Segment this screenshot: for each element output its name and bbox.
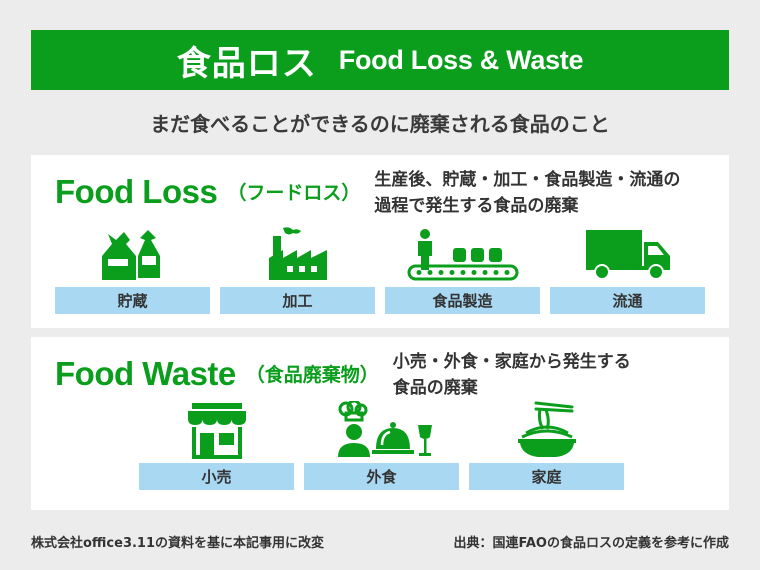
source-household: 家庭	[469, 401, 624, 490]
source-retail-label: 小売	[139, 463, 294, 490]
noodle-bowl-icon	[469, 401, 624, 459]
source-household-label: 家庭	[469, 463, 624, 490]
food-waste-desc-line2: 食品の廃棄	[392, 378, 478, 398]
stage-distribution-label: 流通	[550, 287, 705, 314]
subtitle: まだ食べることができるのに廃棄される食品のこと	[150, 112, 610, 136]
source-retail: 小売	[139, 401, 294, 490]
source-dining-out: 外食	[304, 401, 459, 490]
footer-credit: 株式会社office3.11の資料を基に本記事用に改変	[31, 536, 325, 551]
footer-source: 出典：国連FAOの食品ロスの定義を参考に作成	[453, 536, 729, 551]
chef-cloche-icon	[304, 401, 459, 459]
food-loss-description: 生産後、貯蔵・加工・食品製造・流通の 過程で発生する食品の廃棄	[374, 167, 680, 219]
stage-processing: 加工	[220, 225, 375, 314]
food-waste-description: 小売・外食・家庭から発生する 食品の廃棄	[393, 349, 631, 401]
title-japanese: 食品ロス	[176, 43, 317, 84]
conveyor-icon	[385, 225, 540, 283]
food-waste-panel: Food Waste （食品廃棄物） 小売・外食・家庭から発生する 食品の廃棄 …	[31, 337, 729, 510]
food-loss-panel: Food Loss （フードロス） 生産後、貯蔵・加工・食品製造・流通の 過程で…	[31, 155, 729, 328]
stage-storage: 貯蔵	[55, 225, 210, 314]
stage-processing-label: 加工	[220, 287, 375, 314]
source-dining-out-label: 外食	[304, 463, 459, 490]
food-loss-title: Food Loss	[55, 173, 218, 210]
food-loss-stages: 貯蔵 加工	[55, 225, 705, 314]
stage-storage-label: 貯蔵	[55, 287, 210, 314]
stage-manufacturing-label: 食品製造	[385, 287, 540, 314]
food-loss-title-jp: （フードロス）	[227, 182, 361, 204]
title-bar: 食品ロス Food Loss & Waste	[31, 30, 729, 90]
sacks-icon	[55, 225, 210, 283]
food-loss-desc-line2: 過程で発生する食品の廃棄	[374, 196, 579, 216]
stage-manufacturing: 食品製造	[385, 225, 540, 314]
store-icon	[139, 401, 294, 459]
food-waste-header: Food Waste （食品廃棄物） 小売・外食・家庭から発生する 食品の廃棄	[55, 351, 631, 401]
food-loss-desc-line1: 生産後、貯蔵・加工・食品製造・流通の	[374, 170, 681, 190]
truck-icon	[550, 225, 705, 283]
food-waste-desc-line1: 小売・外食・家庭から発生する	[392, 352, 631, 372]
stage-distribution: 流通	[550, 225, 705, 314]
factory-icon	[220, 225, 375, 283]
food-waste-sources: 小売 外食	[139, 401, 624, 490]
title-english: Food Loss & Waste	[338, 44, 584, 75]
food-waste-title-jp: （食品廃棄物）	[245, 364, 379, 386]
food-waste-title: Food Waste	[55, 355, 236, 392]
food-loss-header: Food Loss （フードロス） 生産後、貯蔵・加工・食品製造・流通の 過程で…	[55, 169, 680, 219]
